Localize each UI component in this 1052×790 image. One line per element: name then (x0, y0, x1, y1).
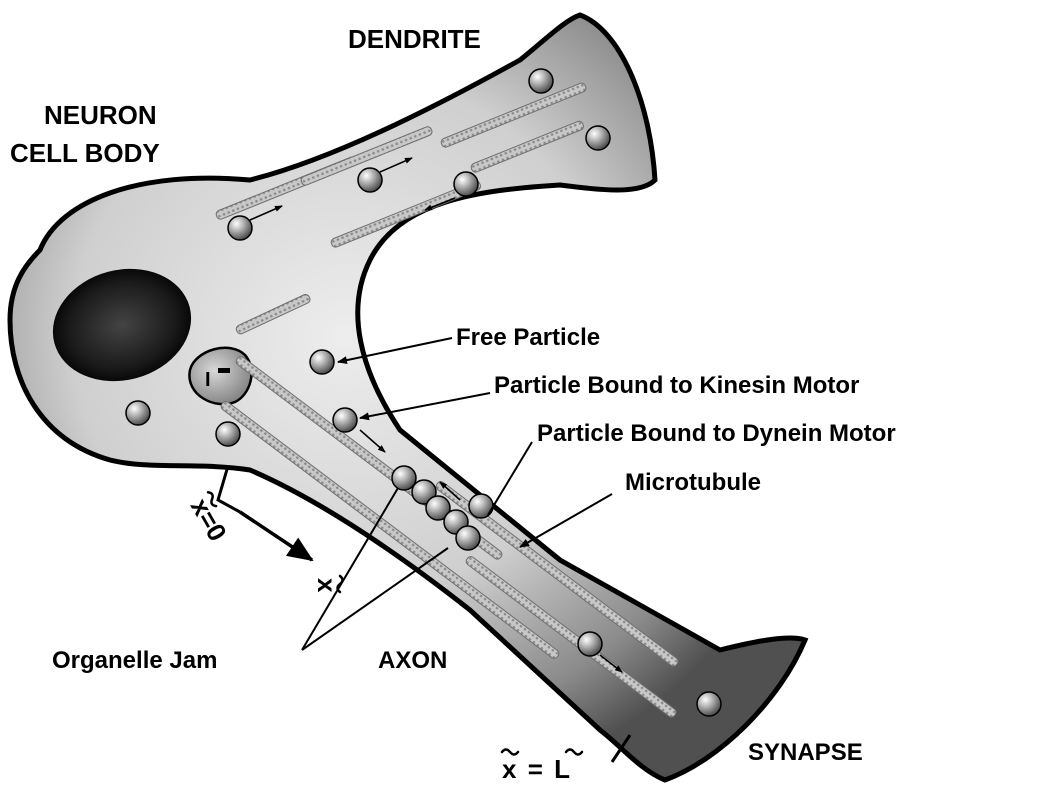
label-microtubule: Microtubule (625, 469, 761, 496)
particle (228, 216, 252, 240)
jam-particle (456, 526, 480, 550)
minus-sign: I (205, 369, 211, 391)
label-dynein: Particle Bound to Dynein Motor (537, 420, 896, 447)
label-axon: AXON (378, 647, 447, 674)
svg-text:x=0: x=0 (185, 493, 233, 546)
microtubule-leader (520, 494, 612, 547)
end-eq: = (528, 754, 543, 784)
jam-leader-2 (302, 548, 448, 650)
end-len: L (554, 754, 570, 784)
origin-bracket (218, 466, 240, 512)
label-free-particle: Free Particle (456, 324, 600, 351)
label-kinesin: Particle Bound to Kinesin Motor (494, 372, 859, 399)
particle (216, 422, 240, 446)
cargo-blob (189, 348, 251, 404)
dynein-leader (488, 442, 532, 515)
label-synapse: SYNAPSE (748, 739, 863, 766)
particle (358, 168, 382, 192)
label-axis-x: x (312, 576, 343, 593)
particle (126, 401, 150, 425)
label-end: x = L (502, 750, 582, 785)
free-particle (310, 350, 334, 374)
label-dendrite: DENDRITE (348, 24, 481, 54)
particle (578, 632, 602, 656)
particle (697, 692, 721, 716)
kinesin-particle (333, 408, 357, 432)
x-axis-arrow (240, 512, 312, 560)
particle (586, 126, 610, 150)
minus-bar (218, 368, 230, 373)
particle (529, 69, 553, 93)
jam-particle (392, 466, 416, 490)
svg-text:x = L: x = L (502, 754, 570, 784)
svg-text:x: x (312, 578, 342, 593)
label-cell-body: CELL BODY (10, 138, 160, 168)
label-origin: x=0 (184, 491, 233, 546)
label-neuron: NEURON (44, 100, 157, 130)
particle (454, 172, 478, 196)
label-organelle-jam: Organelle Jam (52, 647, 217, 674)
end-var: x (502, 754, 517, 784)
